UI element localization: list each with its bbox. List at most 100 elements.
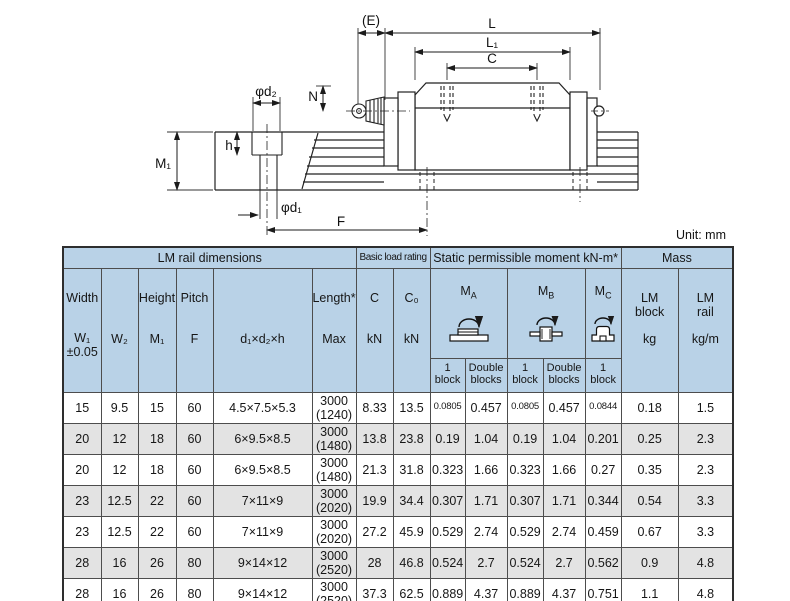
cell: 2.3: [677, 422, 734, 455]
cell: 1.1: [620, 577, 679, 601]
col-header-w2: W₂: [100, 268, 139, 393]
dim-label-l: L: [488, 16, 496, 31]
cell: 3.3: [677, 515, 734, 548]
cell: 1.04: [542, 422, 586, 455]
cell: 45.9: [392, 515, 431, 548]
group-header-basic-load-rating: Basic load rating: [355, 246, 431, 269]
dim-label-n: N: [308, 89, 318, 104]
cell: 46.8: [392, 546, 431, 579]
cell: 12.5: [100, 515, 139, 548]
cell: 16: [100, 546, 139, 579]
cell: 28: [62, 577, 102, 601]
cell: 60: [175, 515, 214, 548]
col-header-ma: MA: [429, 268, 508, 359]
col-header-lm-rail: LM rail kg/m: [677, 268, 734, 393]
cell: 0.889: [429, 577, 466, 601]
cell: 0.529: [429, 515, 466, 548]
cell: 6×9.5×8.5: [212, 422, 313, 455]
cell: 0.0844: [584, 391, 622, 424]
cell: 15: [62, 391, 102, 424]
cell: 0.323: [506, 453, 544, 486]
lm-rail-label: LM rail: [696, 291, 715, 319]
rail-bolt-hole: [251, 124, 283, 236]
cell: 4.8: [677, 577, 734, 601]
cell: 7×11×9: [212, 515, 313, 548]
cell: 0.25: [620, 422, 679, 455]
col-header-pitch: Pitch F: [175, 268, 214, 393]
m1-label: M₁: [149, 332, 165, 346]
cell: 12: [100, 453, 139, 486]
width-label: Width: [66, 291, 99, 305]
cell: 0.18: [620, 391, 679, 424]
block-thread-holes: [440, 86, 544, 123]
cell: 4.8: [677, 546, 734, 579]
cell: 34.4: [392, 484, 431, 517]
cell: 13.5: [392, 391, 431, 424]
col-header-mb-1-block: 1 block: [506, 357, 544, 393]
cell: 0.307: [506, 484, 544, 517]
cell: 1.66: [464, 453, 508, 486]
cell: 0.54: [620, 484, 679, 517]
dim-label-d2: φd₂: [255, 84, 277, 99]
col-header-length: Length* Max: [311, 268, 357, 393]
cell: 3000 (1480): [311, 422, 357, 455]
table-header: LM rail dimensions Basic load rating Sta…: [62, 246, 734, 393]
cell: 23.8: [392, 422, 431, 455]
cell: 3000 (2020): [311, 484, 357, 517]
cell: 12.5: [100, 484, 139, 517]
dimension-lines: [174, 30, 601, 233]
col-header-height: Height M₁: [137, 268, 177, 393]
group-header-static-moment: Static permissible moment kN-m*: [429, 246, 622, 269]
cell: 26: [137, 546, 177, 579]
cell: 0.0805: [506, 391, 544, 424]
cell: 28: [62, 546, 102, 579]
cell: 0.201: [584, 422, 622, 455]
cell: 0.27: [584, 453, 622, 486]
kg-per-m-label: kg/m: [691, 332, 719, 346]
cell: 3000 (2020): [311, 515, 357, 548]
cell: 6×9.5×8.5: [212, 453, 313, 486]
cell: 0.344: [584, 484, 622, 517]
dim-label-f: F: [337, 214, 345, 229]
dim-label-h: h: [225, 138, 233, 153]
cell: 0.0805: [429, 391, 466, 424]
cell: 23: [62, 484, 102, 517]
cell: 7×11×9: [212, 484, 313, 517]
cell: 0.323: [429, 453, 466, 486]
cell: 0.19: [506, 422, 544, 455]
ma-label: MA: [460, 284, 477, 301]
cell: 16: [100, 577, 139, 601]
kg-label: kg: [643, 332, 657, 346]
cell: 0.562: [584, 546, 622, 579]
cell: 0.524: [429, 546, 466, 579]
cell: 3000 (1480): [311, 453, 357, 486]
cell: 60: [175, 391, 214, 424]
cell: 1.04: [464, 422, 508, 455]
cell: 0.35: [620, 453, 679, 486]
col-header-width: Width W₁ ±0.05: [62, 268, 102, 393]
cell: 0.889: [506, 577, 544, 601]
cell: 9×14×12: [212, 577, 313, 601]
cell: 26: [137, 577, 177, 601]
cell: 0.67: [620, 515, 679, 548]
dim-label-d1: φd₁: [281, 200, 302, 215]
cell: 22: [137, 484, 177, 517]
col-header-lm-block: LM block kg: [620, 268, 679, 393]
lm-block-label: LM block: [635, 291, 665, 319]
cell: 1.5: [677, 391, 734, 424]
dim-label-c: C: [487, 51, 497, 66]
dim-label-m1: M₁: [155, 156, 171, 171]
spec-table: LM rail dimensions Basic load rating Sta…: [62, 246, 735, 601]
cell: 60: [175, 484, 214, 517]
cell: 3.3: [677, 484, 734, 517]
cell: 0.19: [429, 422, 466, 455]
cell: 2.74: [464, 515, 508, 548]
unit-note: Unit: mm: [676, 228, 726, 242]
cell: 1.71: [464, 484, 508, 517]
cell: 80: [175, 546, 214, 579]
cell: 20: [62, 422, 102, 455]
